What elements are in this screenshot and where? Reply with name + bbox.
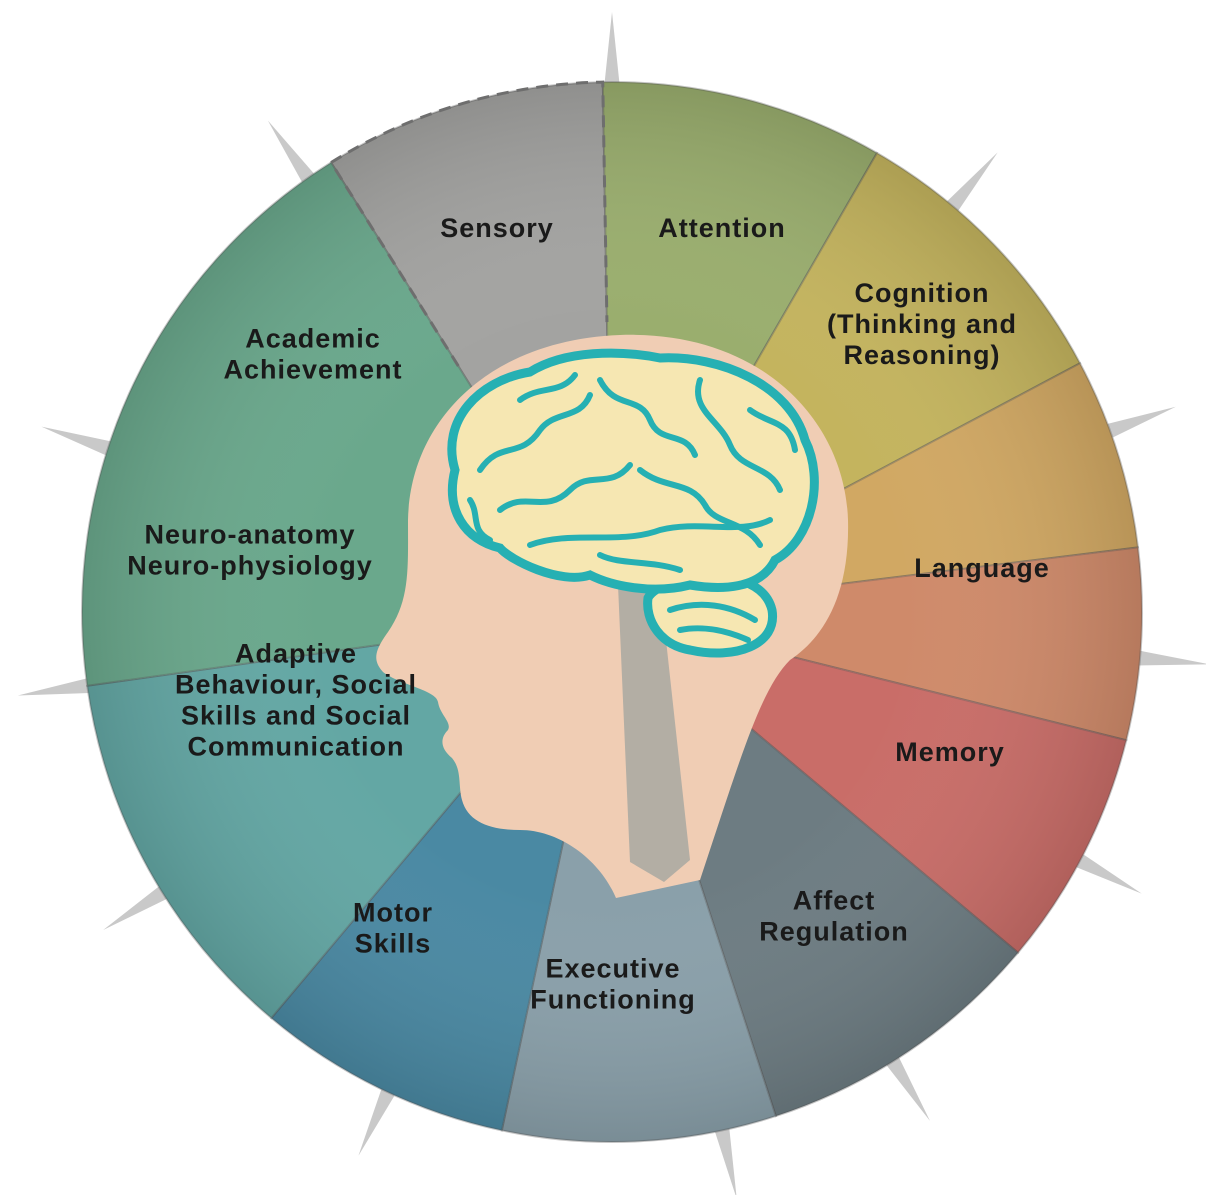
label-line: Neuro-anatomy [144, 520, 355, 550]
label-line: Communication [187, 732, 404, 762]
label-language: Language [914, 553, 1050, 583]
label-line: (Thinking and [827, 309, 1017, 339]
brain-fold [747, 407, 798, 453]
brain-fold [637, 467, 763, 548]
label-line: Motor [353, 898, 433, 928]
label-line: Skills [355, 929, 432, 959]
label-line: Adaptive [235, 639, 357, 669]
brain-stem [618, 585, 690, 882]
brain-fold [677, 625, 751, 643]
brain-fold [497, 462, 633, 513]
head-illustration [376, 334, 849, 899]
brain-fold [597, 552, 683, 573]
sensory-dashed-border [329, 80, 609, 367]
label-line: Language [914, 553, 1050, 583]
label-line: Academic [245, 324, 381, 354]
label-line: Regulation [759, 917, 909, 947]
label-sensory: Sensory [440, 213, 554, 243]
label-line: Executive [545, 954, 680, 984]
label-line: Achievement [223, 355, 402, 385]
label-line: Affect [793, 886, 876, 916]
label-line: Functioning [530, 985, 695, 1015]
label-line: Memory [895, 737, 1005, 767]
brain-fold [477, 392, 593, 473]
label-attention: Attention [658, 213, 785, 243]
label-line: Attention [658, 213, 785, 243]
label-line: Behaviour, Social [175, 670, 417, 700]
brain-fold [695, 377, 783, 493]
brain-fold [467, 497, 493, 543]
brain-fold [517, 372, 578, 403]
label-line: Sensory [440, 213, 554, 243]
label-line: Reasoning) [843, 340, 1000, 370]
label-line: Skills and Social [181, 701, 411, 731]
label-line: Neuro-physiology [127, 551, 373, 581]
brain-fold [597, 377, 698, 458]
label-line: Cognition [855, 278, 990, 308]
label-memory: Memory [895, 737, 1005, 767]
brain-icon [447, 348, 819, 658]
brain-fold [667, 601, 758, 623]
